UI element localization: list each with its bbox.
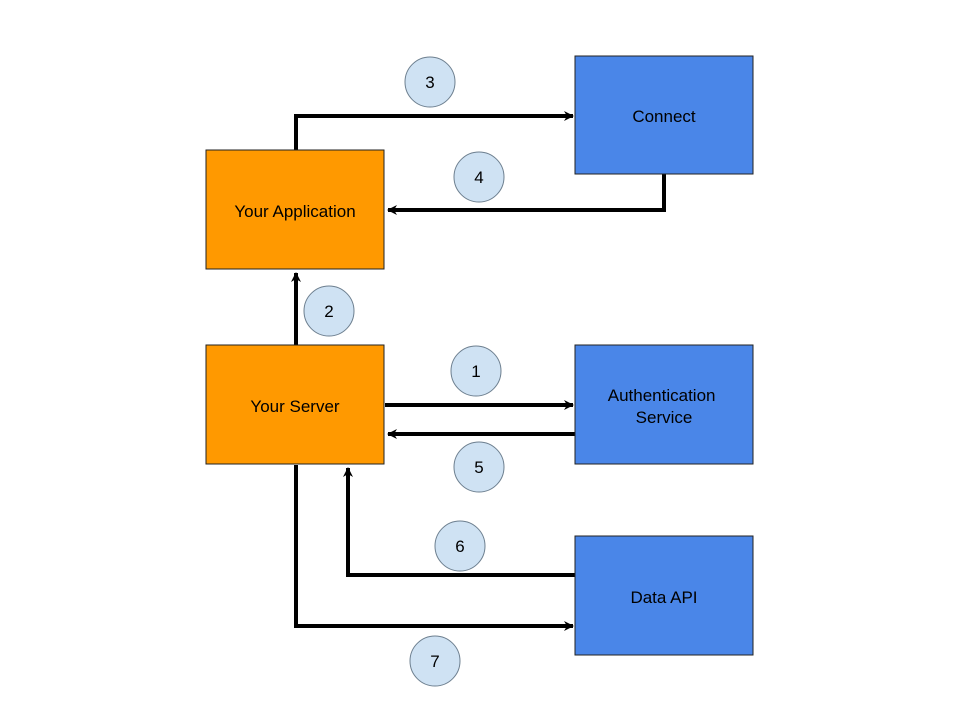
step-marker-7: 7 [409, 635, 461, 687]
step-marker-6-label: 6 [455, 537, 464, 556]
step-marker-1-circle [450, 345, 502, 397]
step-marker-6-circle [434, 520, 486, 572]
step-marker-2-circle [303, 285, 355, 337]
step-marker-2: 2 [303, 285, 355, 337]
step-marker-6: 6 [434, 520, 486, 572]
box-your-application-label: Your Application [234, 202, 355, 221]
step-marker-5: 5 [453, 441, 505, 493]
box-connect-rect [574, 55, 754, 175]
step-marker-7-circle [409, 635, 461, 687]
arrow-connect-to-app [387, 174, 666, 215]
box-authentication-service-rect [574, 344, 754, 465]
box-authentication-service-line-2: Service [636, 408, 693, 427]
box-data-api-label: Data API [630, 588, 697, 607]
step-marker-1: 1 [450, 345, 502, 397]
arrow-dataapi-to-server [343, 467, 575, 577]
box-your-server-label: Your Server [250, 397, 339, 416]
step-marker-1-label: 1 [471, 362, 480, 381]
box-authentication-service-label: Authentication Service [608, 386, 720, 427]
arrow-server-to-dataapi [294, 465, 574, 631]
step-marker-3-label: 3 [425, 73, 434, 92]
step-marker-4: 4 [453, 151, 505, 203]
step-marker-4-circle [453, 151, 505, 203]
box-connect: Connect [574, 55, 754, 175]
step-markers: 3 4 2 1 5 6 7 [303, 56, 505, 687]
box-authentication-service-line-1: Authentication [608, 386, 716, 405]
step-marker-5-label: 5 [474, 458, 483, 477]
box-data-api-rect [574, 535, 754, 656]
box-your-application-rect [205, 149, 385, 270]
arrow-app-to-connect [294, 111, 574, 150]
box-your-application: Your Application [205, 149, 385, 270]
step-marker-5-circle [453, 441, 505, 493]
box-data-api: Data API [574, 535, 754, 656]
step-marker-2-label: 2 [324, 302, 333, 321]
step-marker-3: 3 [404, 56, 456, 108]
box-your-server-rect [205, 344, 385, 465]
step-marker-3-circle [404, 56, 456, 108]
step-marker-7-label: 7 [430, 652, 439, 671]
step-marker-4-label: 4 [474, 168, 483, 187]
box-your-server: Your Server [205, 344, 385, 465]
box-authentication-service: Authentication Service [574, 344, 754, 465]
box-connect-label: Connect [632, 107, 696, 126]
connectors [291, 111, 666, 631]
